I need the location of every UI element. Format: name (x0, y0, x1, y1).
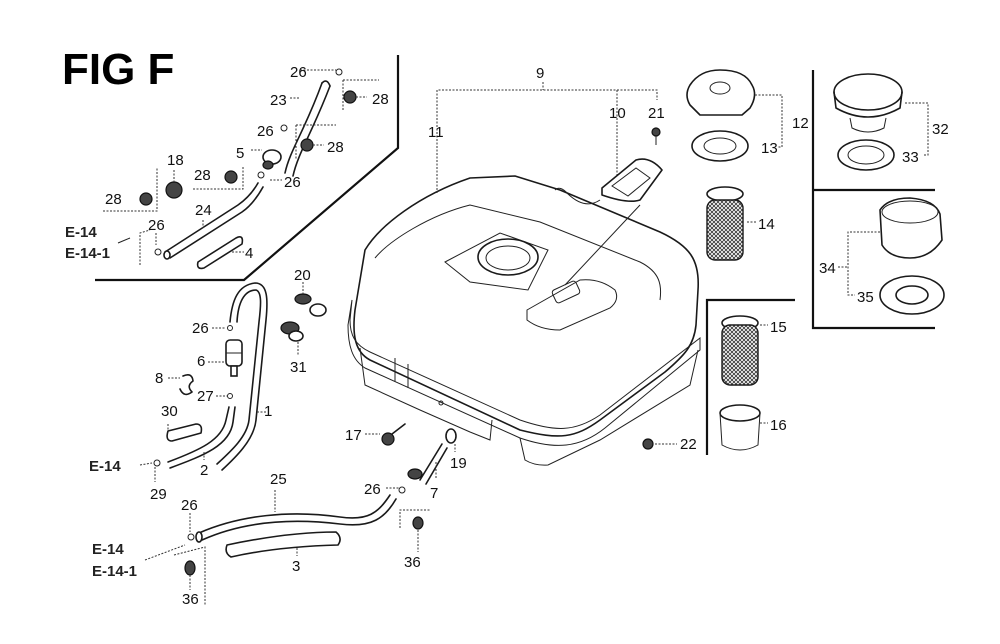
fuel-cap-12 (686, 69, 756, 116)
fuel-gauge-10 (554, 127, 663, 286)
label-26: 26 (181, 497, 198, 514)
screw-21-icon (651, 127, 661, 137)
label-11: 11 (428, 124, 444, 141)
bracket-9-leaders (436, 82, 658, 193)
label-9: 9 (536, 65, 544, 82)
fuel-lines-group (139, 282, 327, 482)
label-26: 26 (290, 64, 307, 81)
clip-36a-icon (184, 560, 196, 576)
clip-28b-icon (300, 138, 314, 152)
label-28: 28 (194, 167, 211, 184)
label-35: 35 (857, 289, 874, 306)
label-8: 8 (155, 370, 163, 387)
nut-22-icon (642, 438, 654, 450)
label-36: 36 (182, 591, 199, 608)
washer-19-icon (445, 428, 457, 444)
label-17: 17 (345, 427, 362, 444)
label-30: 30 (161, 403, 178, 420)
figure-title: FIG F (62, 45, 174, 94)
label-20: 20 (294, 267, 311, 284)
label-36: 36 (404, 554, 421, 571)
label-16: 16 (770, 417, 787, 434)
label-28: 28 (105, 191, 122, 208)
clip-28d-icon (139, 192, 153, 206)
label-10: 10 (609, 105, 626, 122)
clip-18-icon (165, 181, 183, 199)
label-3: 3 (292, 558, 300, 575)
gasket-13 (691, 130, 749, 162)
label-32: 32 (932, 121, 949, 138)
label-33: 33 (902, 149, 919, 166)
filter-15 (721, 324, 759, 386)
label-26: 26 (364, 481, 381, 498)
ref-e14-1-top[interactable]: E-14-1 (65, 245, 110, 262)
label-26: 26 (284, 174, 301, 191)
clip-16 (719, 404, 761, 422)
frame-lines (95, 55, 935, 455)
label-25: 25 (270, 471, 287, 488)
label-28: 28 (327, 139, 344, 156)
label-19: 19 (450, 455, 467, 472)
label-14: 14 (758, 216, 775, 233)
clip-28c-icon (224, 170, 238, 184)
label-21: 21 (648, 105, 665, 122)
cross-references: E-14 E-14-1 E-14 E-14 E-14-1 (65, 224, 137, 580)
right-parts-group (686, 69, 783, 451)
label-5: 5 (236, 145, 244, 162)
label-7: 7 (430, 485, 438, 502)
fuel-tank-11 (347, 175, 701, 466)
ref-e14-top[interactable]: E-14 (65, 224, 97, 241)
ref-e14-bottom[interactable]: E-14 (92, 541, 124, 558)
cap-34 (879, 197, 943, 259)
label-26: 26 (148, 217, 165, 234)
inset-vent-hoses (103, 68, 379, 270)
label-6: 6 (197, 353, 205, 370)
bolt-17-icon (381, 432, 395, 446)
label-34: 34 (819, 260, 836, 277)
label-13: 13 (761, 140, 778, 157)
label-26: 26 (192, 320, 209, 337)
part-labels: 26 23 28 26 28 5 18 28 26 28 24 26 4 9 1… (105, 64, 949, 608)
label-12: 12 (792, 115, 809, 132)
fasteners-group (365, 423, 677, 485)
ref-e14-1-bottom[interactable]: E-14-1 (92, 563, 137, 580)
strainer-14 (706, 199, 744, 261)
label-29: 29 (150, 486, 167, 503)
ref-e14-middle[interactable]: E-14 (89, 458, 121, 475)
label-23: 23 (270, 92, 287, 109)
label-22: 22 (680, 436, 697, 453)
label-26: 26 (257, 123, 274, 140)
label-27: 27 (197, 388, 214, 405)
label-1: 1 (264, 403, 272, 420)
clip-28a-icon (343, 90, 357, 104)
clip-36b-icon (412, 516, 424, 530)
label-28: 28 (372, 91, 389, 108)
label-18: 18 (167, 152, 184, 169)
alternate-caps-group (833, 73, 945, 315)
label-4: 4 (245, 245, 253, 262)
label-24: 24 (195, 202, 212, 219)
gasket-33 (837, 139, 895, 171)
cap-32 (833, 73, 903, 111)
fitting-7-icon (407, 468, 423, 480)
bottom-hoses-group (144, 486, 430, 605)
label-15: 15 (770, 319, 787, 336)
label-2: 2 (200, 462, 208, 479)
gasket-35 (879, 275, 945, 315)
label-31: 31 (290, 359, 307, 376)
